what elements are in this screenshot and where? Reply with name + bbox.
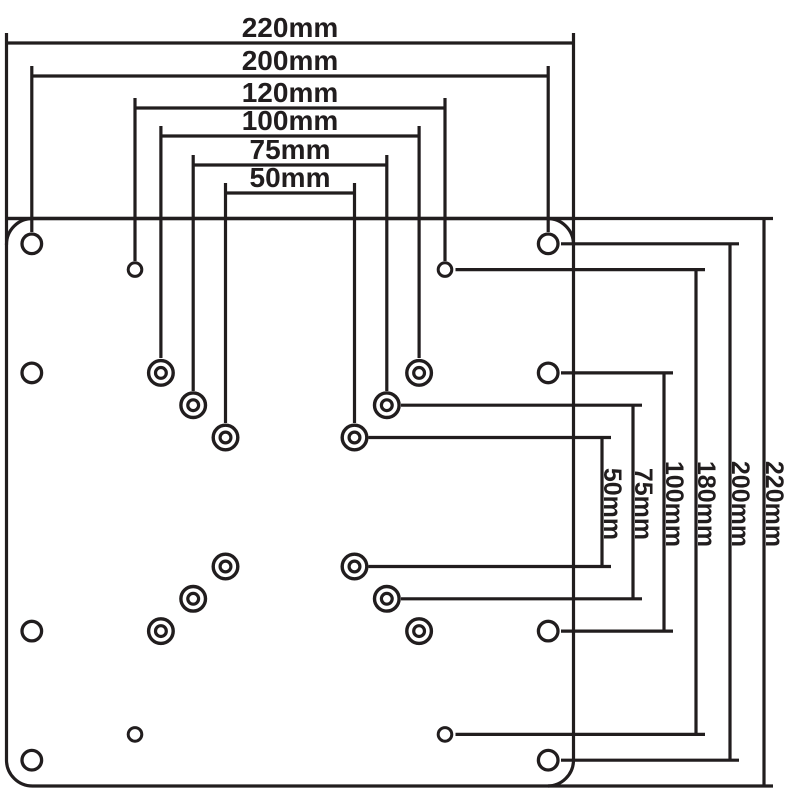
hole-plain-large-1 <box>536 232 560 256</box>
dim-top-label-120mm: 120mm <box>242 77 339 108</box>
dim-top-label-75mm: 75mm <box>250 134 331 165</box>
hole-ringed-outer-8 <box>179 584 208 613</box>
hole-plain-large-2 <box>20 748 44 772</box>
hole-ringed-outer-9 <box>372 584 401 613</box>
hole-plain-large-7 <box>536 619 560 643</box>
dim-right-label-50mm: 50mm <box>598 468 626 540</box>
hole-ringed-outer-4 <box>211 423 240 452</box>
hole-ringed-outer-2 <box>179 391 208 420</box>
hole-ringed-inner-10 <box>153 624 168 639</box>
hole-ringed-outer-6 <box>211 552 240 581</box>
hole-ringed-inner-0 <box>153 365 168 380</box>
hole-ringed-outer-0 <box>146 358 175 387</box>
hole-ringed-inner-5 <box>347 430 362 445</box>
hole-ringed-inner-1 <box>412 365 427 380</box>
dim-top-label-220mm: 220mm <box>242 12 339 43</box>
dim-top-label-50mm: 50mm <box>250 162 331 193</box>
hole-plain-small-2 <box>126 726 144 743</box>
hole-ringed-inner-11 <box>412 624 427 639</box>
dim-right-label-200mm: 200mm <box>726 461 754 547</box>
hole-ringed-inner-4 <box>218 430 233 445</box>
hole-ringed-outer-10 <box>146 617 175 646</box>
hole-ringed-inner-2 <box>186 398 201 413</box>
hole-plain-large-6 <box>20 619 44 643</box>
hole-ringed-outer-7 <box>340 552 369 581</box>
hole-ringed-inner-8 <box>186 591 201 606</box>
hole-ringed-inner-7 <box>347 559 362 574</box>
dim-top-label-100mm: 100mm <box>242 105 339 136</box>
hole-plain-large-0 <box>20 232 44 256</box>
hole-plain-small-1 <box>436 261 454 278</box>
hole-plain-large-4 <box>20 361 44 385</box>
hole-plain-large-3 <box>536 748 560 772</box>
hole-ringed-outer-3 <box>372 391 401 420</box>
hole-ringed-outer-11 <box>405 617 434 646</box>
dim-right-label-220mm: 220mm <box>760 461 788 547</box>
dim-right-label-75mm: 75mm <box>629 468 657 540</box>
dim-top-label-200mm: 200mm <box>242 45 339 76</box>
hole-plain-large-5 <box>536 361 560 385</box>
dim-right-label-180mm: 180mm <box>692 461 720 547</box>
dim-right-label-100mm: 100mm <box>660 461 688 547</box>
hole-plain-small-3 <box>436 726 454 743</box>
hole-plain-small-0 <box>126 261 144 278</box>
hole-ringed-outer-5 <box>340 423 369 452</box>
hole-ringed-inner-3 <box>379 398 394 413</box>
hole-ringed-inner-9 <box>379 591 394 606</box>
hole-ringed-outer-1 <box>405 358 434 387</box>
hole-ringed-inner-6 <box>218 559 233 574</box>
